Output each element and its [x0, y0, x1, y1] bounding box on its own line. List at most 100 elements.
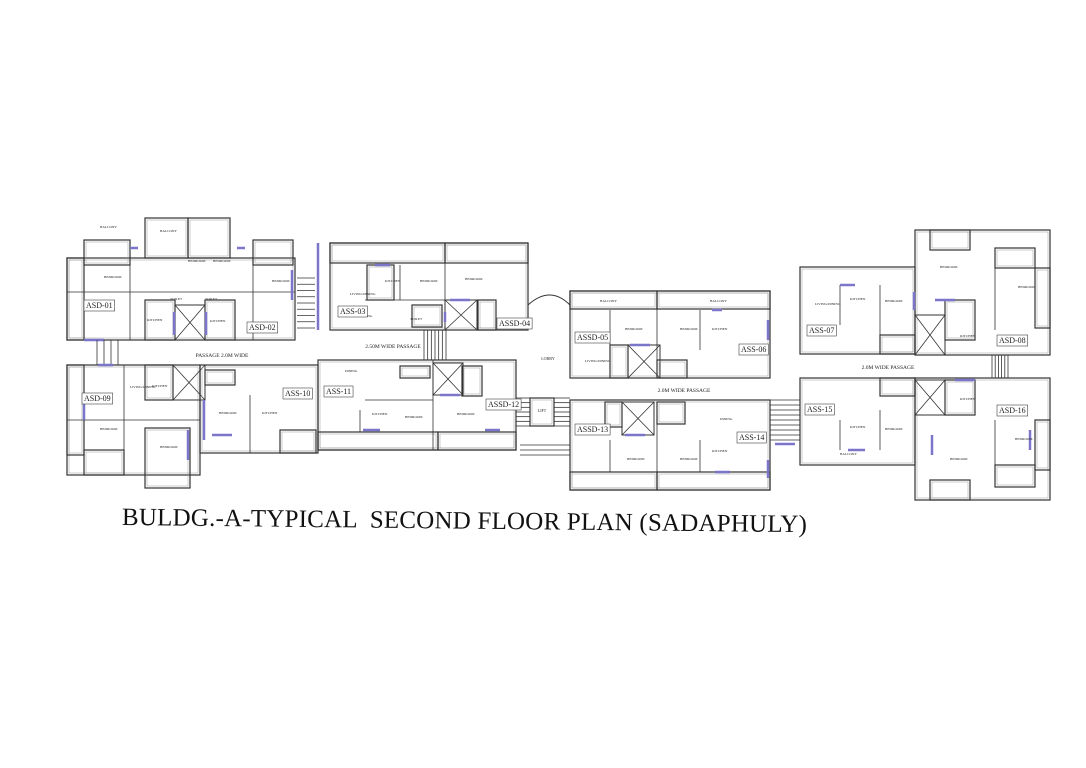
- toilet: [477, 299, 497, 331]
- balcony: [83, 239, 131, 266]
- room-label: KITCHEN: [152, 384, 168, 388]
- lift-label: LIFT: [538, 408, 547, 413]
- room-label: KITCHEN: [210, 319, 226, 323]
- room-label: BEDROOM: [950, 457, 968, 461]
- unit-tag-ass-06: ASS-06: [741, 345, 766, 354]
- kitchen-inner: [368, 266, 393, 299]
- unit-tag-ass-03: ASS-03: [340, 307, 365, 316]
- toilet-inner: [658, 361, 686, 377]
- room-label: KITCHEN: [850, 297, 866, 301]
- block-a-bottom-right: [199, 364, 319, 454]
- unit-tag-assd-05: ASSD-05: [577, 333, 608, 342]
- room-label: KITCHEN: [712, 327, 728, 331]
- unit-tag-ass-11: ASS-11: [326, 387, 351, 396]
- block-c-bottom-inner: [571, 401, 769, 489]
- unit-tag-box: [574, 423, 611, 436]
- balcony: [437, 431, 517, 451]
- balcony-inner: [85, 451, 123, 474]
- block-d-top: [799, 266, 916, 355]
- toilet-inner: [401, 367, 429, 377]
- balcony: [569, 471, 658, 491]
- balcony-inner: [931, 481, 969, 499]
- toilet: [656, 359, 688, 379]
- lift-core-cross: [432, 362, 464, 396]
- room-label: KITCHEN: [147, 318, 163, 322]
- room-label: BEDROOM: [1015, 437, 1033, 441]
- room-label: DINING: [720, 417, 733, 421]
- unit-tag-box: [282, 387, 313, 400]
- balcony-side: [1034, 419, 1051, 471]
- balcony-inner: [996, 466, 1034, 486]
- unit-tag-assd-04: ASSD-04: [499, 319, 530, 328]
- block-d-top-inner: [801, 268, 914, 353]
- unit-tag-box: [246, 321, 278, 334]
- balcony: [929, 229, 971, 251]
- block-d-bottom-inner: [801, 379, 914, 464]
- toilet: [879, 334, 916, 355]
- room-label: BALCONY: [710, 299, 727, 303]
- balcony-side: [1034, 267, 1051, 329]
- unit-tag-asd-02: ASD-02: [249, 323, 276, 332]
- room-label: BEDROOM: [100, 427, 118, 431]
- room-label: BEDROOM: [885, 427, 903, 431]
- room-label: LIVING/DINING: [585, 359, 611, 363]
- unit-tag-ass-15: ASS-15: [807, 405, 832, 414]
- block-b-bottom-inner: [319, 361, 515, 449]
- balcony: [329, 242, 446, 264]
- room-label: BEDROOM: [465, 277, 483, 281]
- balcony: [994, 247, 1036, 269]
- balcony-inner: [439, 433, 515, 449]
- balcony-side-inner: [1036, 269, 1049, 327]
- passage-label: PASSAGE 2.0M WIDE: [196, 353, 249, 359]
- lobby-label: LOBBY: [541, 356, 555, 361]
- unit-tag-box: [738, 343, 769, 356]
- unit-tag-asd-09: ASD-09: [84, 394, 111, 403]
- unit-tag-ass-14: ASS-14: [739, 433, 764, 442]
- room-label: BEDROOM: [160, 445, 178, 449]
- balcony-side: [66, 364, 85, 456]
- unit-tag-box: [83, 299, 115, 312]
- unit-tag-asd-01: ASD-01: [86, 301, 113, 310]
- lift-core-cross: [621, 401, 655, 436]
- room-label: KITCHEN: [262, 411, 278, 415]
- toilet: [399, 365, 431, 379]
- unit-tag-box: [804, 403, 835, 416]
- room-label: BEDROOM: [420, 279, 438, 283]
- block-c-bottom: [569, 399, 771, 491]
- toilet: [461, 365, 483, 397]
- balcony: [144, 217, 189, 259]
- balcony: [656, 471, 771, 491]
- room-label: BEDROOM: [272, 279, 290, 283]
- room-label: TOILET: [410, 317, 423, 321]
- room-label: KITCHEN: [385, 279, 401, 283]
- unit-tag-ass-07: ASS-07: [809, 326, 834, 335]
- balcony-inner: [189, 219, 229, 257]
- room-label: TOILET: [170, 297, 183, 301]
- balcony-side-inner: [1036, 421, 1049, 469]
- passage-label: 2.50M WIDE PASSAGE: [365, 344, 421, 350]
- balcony-inner: [658, 292, 769, 308]
- room-label: LIVING/DINING: [815, 302, 841, 306]
- unit-tag-box: [736, 431, 767, 444]
- bedroom: [144, 427, 191, 489]
- toilet-inner: [463, 367, 481, 395]
- room-label: KITCHEN: [712, 449, 728, 453]
- balcony-inner: [254, 241, 292, 264]
- room-label: BALCONY: [840, 452, 857, 456]
- balcony-inner: [281, 431, 315, 452]
- unit-tag-ass-10: ASS-10: [285, 389, 310, 398]
- lift-box-inner: [531, 399, 553, 425]
- balcony-side-inner: [68, 259, 83, 339]
- room-label: BEDROOM: [625, 327, 643, 331]
- unit-tag-asd-08: ASD-08: [999, 336, 1026, 345]
- room-label: BEDROOM: [940, 265, 958, 269]
- unit-tag-box: [81, 392, 113, 405]
- balcony: [83, 449, 125, 476]
- room-label: KITCHEN: [372, 412, 388, 416]
- balcony: [929, 479, 971, 501]
- balcony-inner: [931, 231, 969, 249]
- balcony-inner: [571, 292, 656, 308]
- room-label: LIVING/DINING: [130, 385, 156, 389]
- balcony: [187, 217, 231, 259]
- unit-tag-box: [337, 305, 368, 318]
